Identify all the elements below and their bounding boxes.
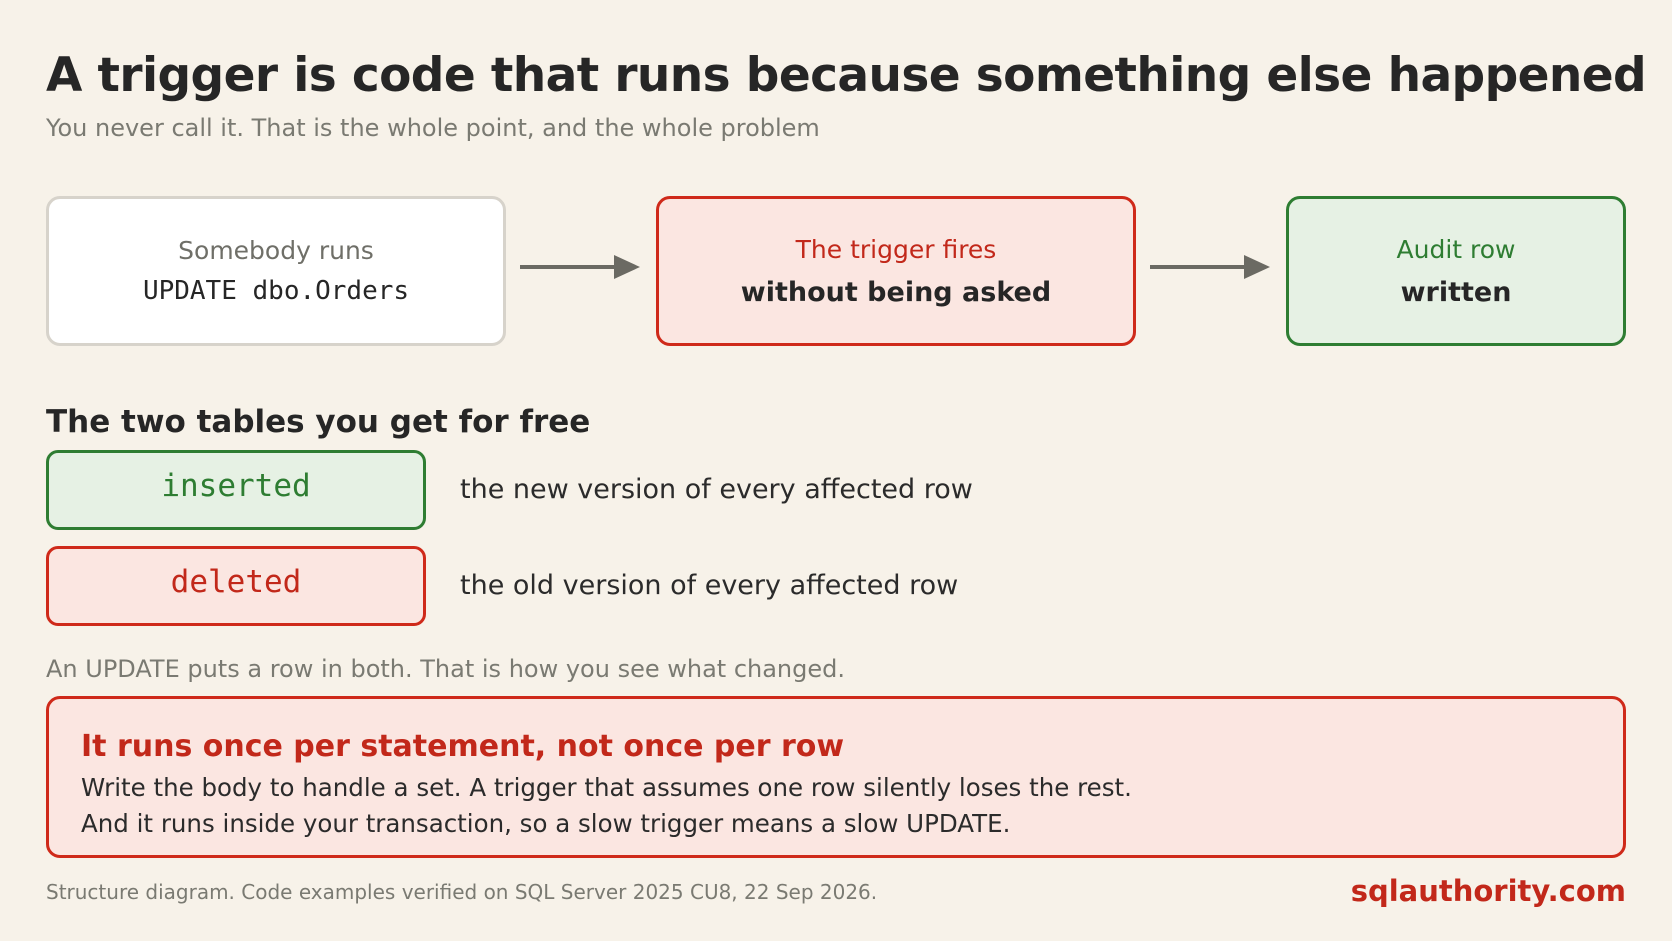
deleted-table-description: the old version of every affected row: [460, 570, 959, 601]
flow-step-trigger-label: The trigger fires: [795, 234, 997, 264]
flow-step-update-label: Somebody runs: [178, 236, 374, 265]
inserted-table-description: the new version of every affected row: [460, 474, 973, 505]
warning-line-2: And it runs inside your transaction, so …: [81, 809, 1011, 838]
tables-section-title: The two tables you get for free: [46, 404, 591, 440]
flow-step-audit-label: Audit row: [1396, 234, 1516, 264]
flow-step-audit: Audit row written: [1286, 196, 1626, 346]
inserted-table-name: inserted: [161, 468, 311, 504]
deleted-table-name: deleted: [170, 564, 302, 600]
brand-link[interactable]: sqlauthority.com: [1350, 874, 1626, 908]
warning-title: It runs once per statement, not once per…: [81, 729, 845, 764]
deleted-table-box: deleted: [46, 546, 426, 626]
flow-step-update-code: UPDATE dbo.Orders: [142, 276, 410, 306]
update-note: An UPDATE puts a row in both. That is ho…: [46, 655, 846, 683]
page-title: A trigger is code that runs because some…: [46, 48, 1647, 103]
flow-step-trigger-detail: without being asked: [740, 276, 1052, 308]
flow-step-audit-detail: written: [1400, 276, 1512, 308]
warning-line-1: Write the body to handle a set. A trigge…: [81, 773, 1132, 802]
flow-step-update: Somebody runs UPDATE dbo.Orders: [46, 196, 506, 346]
warning-callout: It runs once per statement, not once per…: [46, 696, 1626, 858]
footer-note: Structure diagram. Code examples verifie…: [46, 880, 878, 904]
page-subtitle: You never call it. That is the whole poi…: [46, 114, 820, 142]
inserted-table-box: inserted: [46, 450, 426, 530]
arrow-right-icon: [1150, 255, 1270, 279]
flow-step-trigger: The trigger fires without being asked: [656, 196, 1136, 346]
arrow-right-icon: [520, 255, 640, 279]
